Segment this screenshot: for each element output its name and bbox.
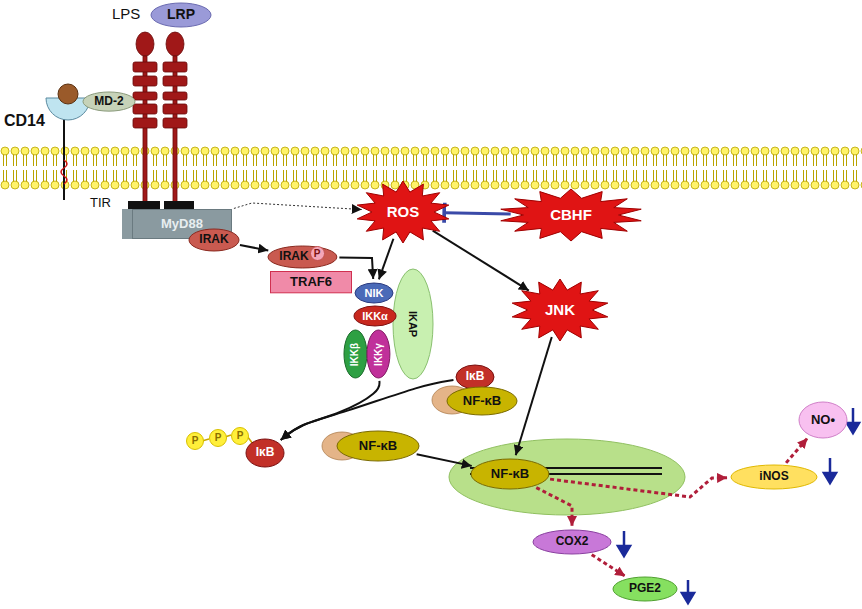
ligand-label: LPS <box>112 6 140 23</box>
phosphate-badge: P <box>310 246 325 261</box>
transcription-factor: NF-κB <box>336 430 420 462</box>
node-text: COX2 <box>556 535 589 548</box>
nucleus <box>449 439 685 515</box>
kinase: IKKβ <box>343 329 368 379</box>
node-text: NF-κB <box>463 394 501 408</box>
phosphate: P <box>209 429 227 447</box>
arrow <box>536 488 572 526</box>
node-text: NIK <box>365 287 384 299</box>
ros-burst: ROS <box>355 180 451 244</box>
phosphate: P <box>186 432 204 450</box>
phosphate: P <box>231 427 249 445</box>
kinase: IKKγ <box>366 329 391 379</box>
node-text: JNK <box>545 302 575 319</box>
kinase: IKKα <box>353 305 397 327</box>
arrow <box>379 239 394 280</box>
co-receptor: MD-2 <box>82 91 136 112</box>
arrow <box>417 454 472 466</box>
node-text: IKKγ <box>372 343 383 366</box>
node-text: NO• <box>811 413 835 427</box>
node-text: IKKβ <box>349 342 360 365</box>
scaffold-protein: IKAP <box>392 268 434 380</box>
node-text: MD-2 <box>94 95 123 108</box>
kinase: NIK <box>354 282 394 304</box>
arrow <box>281 380 454 440</box>
mediator: PGE2 <box>612 576 678 602</box>
arrow <box>592 555 626 577</box>
transcription-factor: NF-κB <box>446 386 518 416</box>
node-text: NF-κB <box>491 467 529 481</box>
inhibitor-burst: CBHF <box>498 188 644 242</box>
node-text: NF-κB <box>359 439 397 453</box>
arrow <box>550 478 727 497</box>
node-text: IRAK <box>279 250 308 263</box>
adaptor-protein: TRAF6 <box>270 271 352 293</box>
tlr4-receptor <box>133 32 187 206</box>
mediator: NO• <box>798 401 848 439</box>
kinase: IRAK <box>188 228 240 252</box>
node-text: CBHF <box>550 207 592 224</box>
arrow <box>234 203 362 210</box>
node-text: ROS <box>387 204 420 221</box>
kinase-burst: JNK <box>510 278 610 342</box>
node-text: IKAP <box>407 311 419 337</box>
transcription-factor: NF-κB <box>470 458 550 490</box>
inhibition-line <box>444 213 510 214</box>
node-text: IRAK <box>199 233 228 246</box>
node-text: PGE2 <box>629 582 661 595</box>
arrow <box>786 438 807 463</box>
arrow <box>281 381 380 440</box>
receptor-protein: LRP <box>150 2 212 28</box>
node-text: IKKα <box>362 310 388 322</box>
membrane <box>0 146 862 190</box>
phospho-kinase: IRAKP <box>267 245 338 269</box>
domain-label: TIR <box>90 196 111 210</box>
inhibitor-protein: IκB <box>245 438 285 468</box>
node-text: iNOS <box>759 470 788 483</box>
arrow <box>433 231 529 291</box>
node-text: TRAF6 <box>290 275 332 289</box>
node-text: LRP <box>167 7 195 22</box>
enzyme: iNOS <box>730 464 818 490</box>
receptor-label: CD14 <box>4 112 45 130</box>
inhibitor-protein: IκB <box>455 364 495 390</box>
enzyme: COX2 <box>532 529 612 555</box>
node-text: MyD88 <box>161 217 203 231</box>
arrow <box>516 337 552 455</box>
node-text: IκB <box>256 446 275 459</box>
node-text: IκB <box>466 370 485 383</box>
arrow <box>240 245 268 250</box>
